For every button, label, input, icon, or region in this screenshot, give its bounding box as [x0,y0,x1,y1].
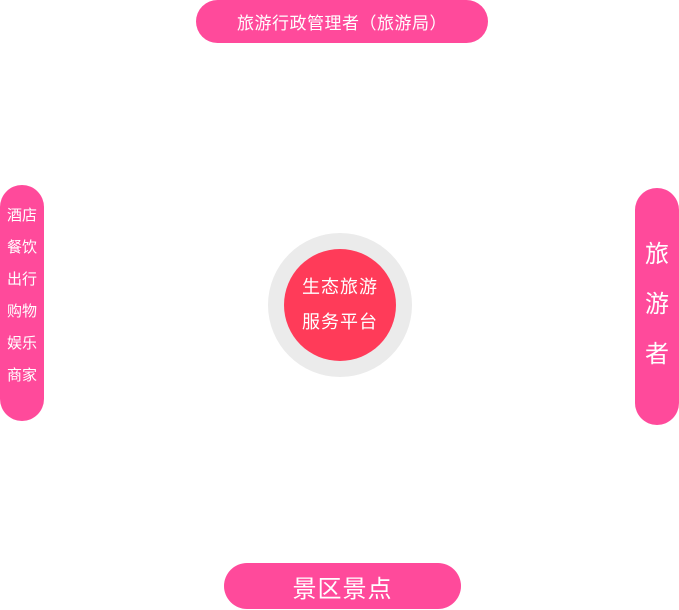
merchant-item-entertainment: 娱乐 [6,334,37,352]
tourists-label: 旅游者 [645,239,669,368]
scenic-spots-node: 景区景点 [224,563,461,609]
merchant-item-travel: 出行 [6,270,37,288]
merchant-item-shopping: 购物 [6,302,37,320]
merchant-item-hotel: 酒店 [6,206,37,224]
platform-hub: 生态旅游 服务平台 [284,249,396,361]
merchants-node: 酒店 餐饮 出行 购物 娱乐 商家 [0,185,44,421]
platform-title-line1: 生态旅游 [302,277,378,298]
scenic-spots-label: 景区景点 [292,574,393,603]
tourism-admin-node: 旅游行政管理者（旅游局） [196,0,488,43]
tourism-admin-label: 旅游行政管理者（旅游局） [237,14,447,34]
merchant-item-dining: 餐饮 [6,238,37,256]
tourists-node: 旅游者 [635,188,679,425]
platform-hub-ring: 生态旅游 服务平台 [268,233,412,377]
merchant-item-merchants: 商家 [6,366,37,384]
platform-title-line2: 服务平台 [302,312,378,333]
